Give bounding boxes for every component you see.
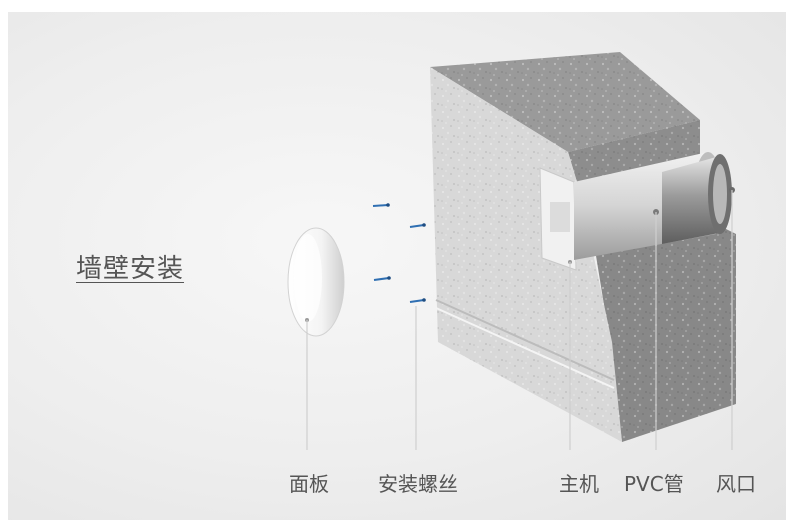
label-main-unit: 主机 — [559, 472, 599, 496]
wall-top — [430, 52, 700, 152]
screw-3 — [373, 276, 391, 281]
label-panel: 面板 — [289, 472, 329, 496]
screw-1 — [372, 203, 390, 207]
title-label: 墙壁安装 — [76, 254, 185, 284]
label-vent: 风口 — [716, 472, 756, 496]
vent-outlet — [662, 154, 735, 244]
panel-cover — [287, 227, 345, 337]
main-unit — [539, 167, 577, 271]
diagram-stage: 墙壁安装 面板 安装螺丝 主机 PVC管 风口 — [8, 12, 786, 520]
installation-diagram — [287, 52, 736, 450]
wall-front — [430, 67, 622, 442]
screw-2 — [409, 223, 426, 228]
screw-4 — [409, 298, 426, 303]
label-pvc-pipe: PVC管 — [624, 472, 684, 496]
label-screws: 安装螺丝 — [378, 472, 458, 496]
